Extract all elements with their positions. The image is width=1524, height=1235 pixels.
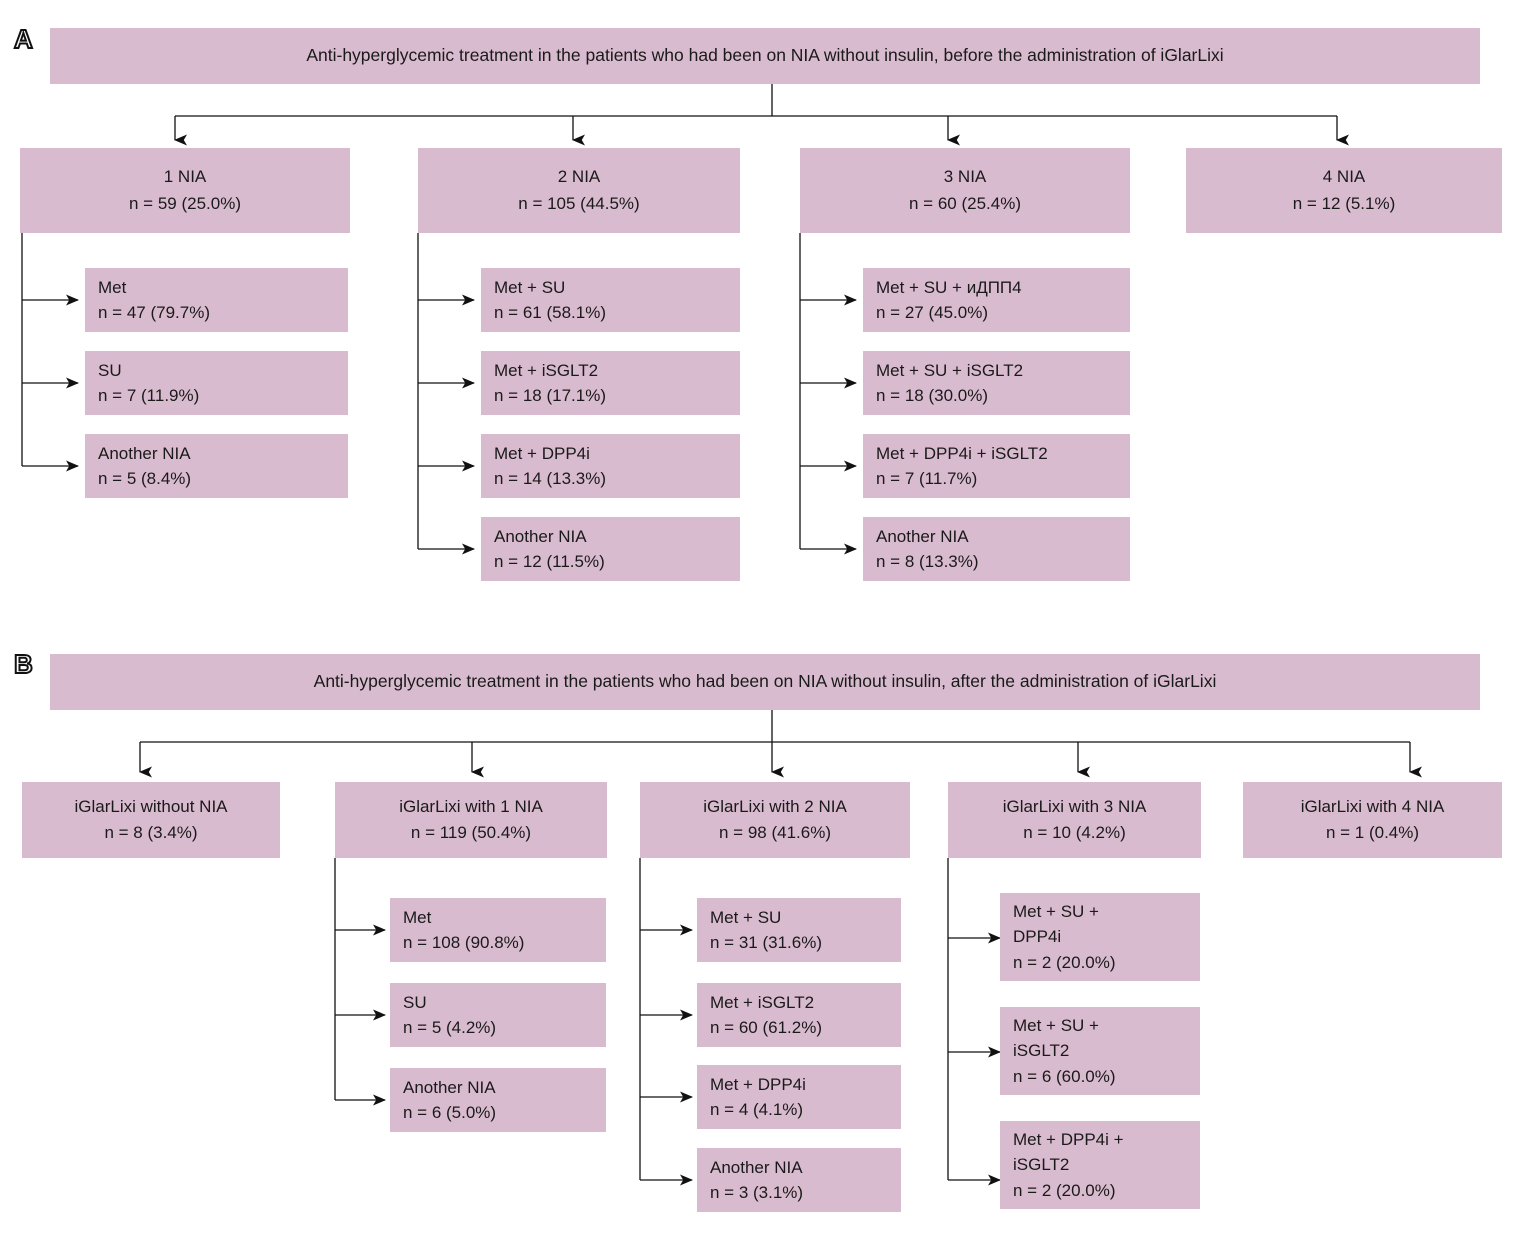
group-count: n = 12 (5.1%) — [1292, 193, 1396, 213]
child-count: n = 6 (60.0%) — [1013, 1066, 1116, 1086]
group-count: n = 1 (0.4%) — [1325, 823, 1420, 842]
group-count: n = 60 (25.4%) — [909, 193, 1021, 213]
child-label: Met + iSGLT2 — [710, 992, 815, 1012]
child-count: n = 61 (58.1%) — [494, 303, 606, 322]
child-label-line2: DPP4i — [1013, 927, 1062, 947]
child-label: Met — [403, 907, 432, 927]
group-count: n = 105 (44.5%) — [518, 193, 640, 213]
panel-label-a: A — [13, 24, 34, 54]
child-box-a-2-2: Met + iSGLT2 n = 18 (17.1%) — [481, 351, 740, 415]
group-box-a-3: 3 NIA n = 60 (25.4%) — [800, 148, 1130, 233]
child-count: n = 2 (20.0%) — [1013, 1180, 1116, 1200]
child-label: Met + DPP4i + iSGLT2 — [876, 443, 1048, 463]
group-count: n = 59 (25.0%) — [129, 193, 241, 213]
child-box-a-2-3: Met + DPP4i n = 14 (13.3%) — [481, 434, 740, 498]
child-label: Met + DPP4i — [494, 443, 590, 463]
child-box-b-3-3: Met + DPP4i n = 4 (4.1%) — [697, 1065, 901, 1129]
group-label: 2 NIA — [557, 167, 601, 187]
child-label-line2: iSGLT2 — [1013, 1041, 1070, 1061]
child-label-line1: Met + SU + — [1013, 901, 1099, 921]
group-label: iGlarLixi with 2 NIA — [703, 796, 847, 816]
child-label: Met + SU + iSGLT2 — [876, 360, 1024, 380]
group-label: 3 NIA — [943, 167, 987, 187]
child-label: Another NIA — [710, 1157, 803, 1177]
child-count: n = 8 (13.3%) — [876, 552, 979, 571]
child-box-a-1-1: Met n = 47 (79.7%) — [85, 268, 348, 332]
group-box-b-2: iGlarLixi with 1 NIA n = 119 (50.4%) — [335, 782, 607, 858]
child-box-a-1-2: SU n = 7 (11.9%) — [85, 351, 348, 415]
child-count: n = 27 (45.0%) — [876, 303, 988, 322]
child-label-line2: iSGLT2 — [1013, 1155, 1070, 1175]
panel-b-title-text: Anti-hyperglycemic treatment in the pati… — [313, 671, 1217, 692]
group-box-a-1: 1 NIA n = 59 (25.0%) — [20, 148, 350, 233]
child-box-a-1-3: Another NIA n = 5 (8.4%) — [85, 434, 348, 498]
child-box-b-2-2: SU n = 5 (4.2%) — [390, 983, 606, 1047]
child-label: Met + SU + иДПП4 — [876, 277, 1022, 297]
group-count: n = 98 (41.6%) — [719, 823, 831, 842]
child-count: n = 3 (3.1%) — [710, 1183, 804, 1202]
group-label: iGlarLixi without NIA — [74, 796, 228, 816]
group-box-b-3: iGlarLixi with 2 NIA n = 98 (41.6%) — [640, 782, 910, 858]
child-box-b-4-3: Met + DPP4i + iSGLT2 n = 2 (20.0%) — [1000, 1121, 1200, 1209]
child-box-b-2-3: Another NIA n = 6 (5.0%) — [390, 1068, 606, 1132]
child-label: Another NIA — [403, 1077, 496, 1097]
group-label: 4 NIA — [1322, 167, 1366, 187]
child-count: n = 5 (8.4%) — [98, 469, 192, 488]
child-count: n = 31 (31.6%) — [710, 933, 822, 952]
child-label: Another NIA — [876, 526, 969, 546]
child-box-a-2-1: Met + SU n = 61 (58.1%) — [481, 268, 740, 332]
child-label-line1: Met + SU + — [1013, 1015, 1099, 1035]
child-box-b-3-4: Another NIA n = 3 (3.1%) — [697, 1148, 901, 1212]
child-label: Met + DPP4i — [710, 1074, 806, 1094]
group-label: 1 NIA — [163, 167, 207, 187]
panel-b-title-box: Anti-hyperglycemic treatment in the pati… — [50, 654, 1480, 710]
child-label: SU — [403, 992, 427, 1012]
child-count: n = 7 (11.7%) — [876, 469, 978, 488]
group-box-a-2: 2 NIA n = 105 (44.5%) — [418, 148, 740, 233]
child-box-b-4-1: Met + SU + DPP4i n = 2 (20.0%) — [1000, 893, 1200, 981]
child-count: n = 18 (17.1%) — [494, 386, 606, 405]
child-count: n = 18 (30.0%) — [876, 386, 988, 405]
child-count: n = 108 (90.8%) — [403, 933, 525, 952]
child-box-b-3-2: Met + iSGLT2 n = 60 (61.2%) — [697, 983, 901, 1047]
child-box-a-3-3: Met + DPP4i + iSGLT2 n = 7 (11.7%) — [863, 434, 1130, 498]
group-label: iGlarLixi with 1 NIA — [399, 796, 543, 816]
child-label: Met + SU — [710, 907, 782, 927]
child-box-a-3-2: Met + SU + iSGLT2 n = 18 (30.0%) — [863, 351, 1130, 415]
child-count: n = 4 (4.1%) — [710, 1100, 804, 1119]
child-box-a-3-4: Another NIA n = 8 (13.3%) — [863, 517, 1130, 581]
group-label: iGlarLixi with 3 NIA — [1002, 796, 1147, 816]
child-count: n = 12 (11.5%) — [494, 552, 605, 571]
child-count: n = 47 (79.7%) — [98, 303, 210, 322]
child-box-a-3-1: Met + SU + иДПП4 n = 27 (45.0%) — [863, 268, 1130, 332]
child-box-b-4-2: Met + SU + iSGLT2 n = 6 (60.0%) — [1000, 1007, 1200, 1095]
child-count: n = 60 (61.2%) — [710, 1018, 822, 1037]
group-box-b-1: iGlarLixi without NIA n = 8 (3.4%) — [22, 782, 280, 858]
panel-a-title-box: Anti-hyperglycemic treatment in the pati… — [50, 28, 1480, 84]
child-box-a-2-4: Another NIA n = 12 (11.5%) — [481, 517, 740, 581]
child-label: Met — [98, 277, 127, 297]
child-label: Another NIA — [98, 443, 191, 463]
group-label: iGlarLixi with 4 NIA — [1300, 796, 1445, 816]
child-count: n = 14 (13.3%) — [494, 469, 606, 488]
child-label-line1: Met + DPP4i + — [1013, 1129, 1124, 1149]
child-label: Met + SU — [494, 277, 566, 297]
child-label: SU — [98, 360, 122, 380]
child-count: n = 6 (5.0%) — [403, 1103, 497, 1122]
group-box-b-5: iGlarLixi with 4 NIA n = 1 (0.4%) — [1243, 782, 1502, 858]
child-count: n = 5 (4.2%) — [403, 1018, 497, 1037]
child-label: Another NIA — [494, 526, 587, 546]
group-count: n = 10 (4.2%) — [1023, 823, 1126, 842]
child-box-b-3-1: Met + SU n = 31 (31.6%) — [697, 898, 901, 962]
panel-a-title-text: Anti-hyperglycemic treatment in the pati… — [306, 45, 1224, 66]
group-count: n = 8 (3.4%) — [104, 823, 198, 842]
child-count: n = 7 (11.9%) — [98, 386, 200, 405]
group-box-b-4: iGlarLixi with 3 NIA n = 10 (4.2%) — [948, 782, 1201, 858]
child-count: n = 2 (20.0%) — [1013, 952, 1116, 972]
child-box-b-2-1: Met n = 108 (90.8%) — [390, 898, 606, 962]
group-count: n = 119 (50.4%) — [410, 823, 532, 842]
panel-label-b: B — [13, 649, 34, 679]
group-box-a-4: 4 NIA n = 12 (5.1%) — [1186, 148, 1502, 233]
child-label: Met + iSGLT2 — [494, 360, 599, 380]
